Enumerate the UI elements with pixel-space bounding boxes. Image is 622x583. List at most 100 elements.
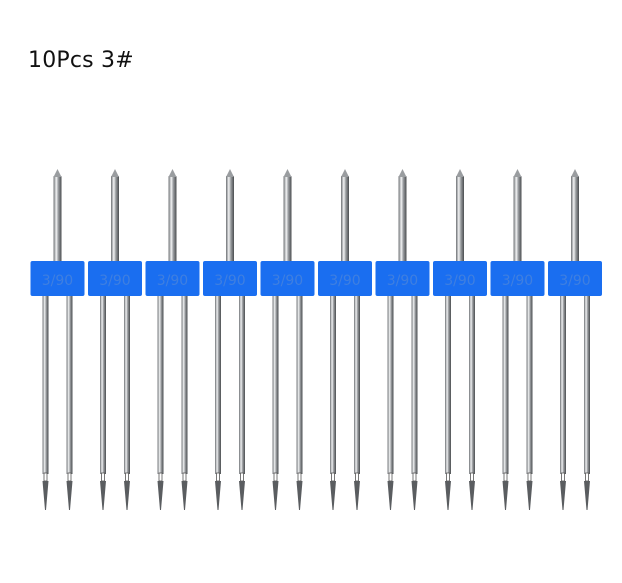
needle-eye bbox=[182, 472, 187, 482]
needle-shank bbox=[571, 176, 579, 264]
needle-eye bbox=[273, 472, 278, 482]
needle-point bbox=[42, 481, 49, 510]
needle-shank bbox=[111, 176, 119, 264]
needle-shank-tip bbox=[456, 169, 464, 177]
needle-eye bbox=[355, 472, 359, 482]
needle-size-block bbox=[490, 261, 545, 296]
needle-eye bbox=[470, 472, 474, 482]
twin-needle: 3/90 bbox=[548, 169, 602, 510]
needle-shank bbox=[456, 176, 464, 264]
needle-point bbox=[296, 481, 303, 510]
needle-blade bbox=[387, 294, 394, 474]
needle-size-label: 3/90 bbox=[157, 273, 188, 289]
needle-shank-tip bbox=[513, 169, 522, 177]
needle-blade bbox=[445, 294, 451, 474]
needle-point bbox=[469, 481, 475, 510]
needle-size-label: 3/90 bbox=[272, 273, 303, 289]
needle-eye bbox=[561, 472, 565, 482]
product-title: 10Pcs 3# bbox=[28, 48, 134, 73]
needle-blade bbox=[330, 294, 336, 474]
needle-shank bbox=[398, 176, 407, 264]
needle-shank-tip bbox=[283, 169, 292, 177]
needle-point bbox=[387, 481, 394, 510]
needle-shank-tip bbox=[53, 169, 62, 177]
needle-point bbox=[157, 481, 164, 510]
needle-point bbox=[215, 481, 221, 510]
needle-eye bbox=[297, 472, 302, 482]
needle-size-label: 3/90 bbox=[387, 273, 418, 289]
needle-eye bbox=[446, 472, 450, 482]
needle-blade bbox=[124, 294, 130, 474]
needle-size-label: 3/90 bbox=[559, 273, 590, 289]
needle-shank-tip bbox=[168, 169, 177, 177]
needle-size-label: 3/90 bbox=[214, 273, 245, 289]
twin-needle: 3/90 bbox=[88, 169, 142, 510]
needle-size-label: 3/90 bbox=[42, 273, 73, 289]
needle-size-block bbox=[145, 261, 200, 296]
twin-needle: 3/90 bbox=[433, 169, 487, 510]
needle-point bbox=[330, 481, 336, 510]
needle-size-block bbox=[203, 261, 257, 296]
needle-size-block bbox=[433, 261, 487, 296]
needle-point bbox=[66, 481, 73, 510]
needle-eye bbox=[216, 472, 220, 482]
needle-point bbox=[445, 481, 451, 510]
needle-point bbox=[272, 481, 279, 510]
needle-blade bbox=[272, 294, 279, 474]
needle-eye bbox=[585, 472, 589, 482]
twin-needle: 3/90 bbox=[375, 169, 430, 510]
needle-blade bbox=[502, 294, 509, 474]
twin-needle: 3/90 bbox=[203, 169, 257, 510]
needle-size-label: 3/90 bbox=[99, 273, 130, 289]
needle-eye bbox=[388, 472, 393, 482]
needle-point bbox=[560, 481, 566, 510]
twin-needle: 3/90 bbox=[490, 169, 545, 510]
needle-blade bbox=[560, 294, 566, 474]
needle-blade bbox=[181, 294, 188, 474]
needle-eye bbox=[158, 472, 163, 482]
needle-blade bbox=[239, 294, 245, 474]
needle-blade bbox=[42, 294, 49, 474]
needle-shank bbox=[226, 176, 234, 264]
needle-point bbox=[411, 481, 418, 510]
twin-needle: 3/90 bbox=[260, 169, 315, 510]
needle-blade bbox=[296, 294, 303, 474]
needle-shank bbox=[168, 176, 177, 264]
needle-blade bbox=[411, 294, 418, 474]
needle-blade bbox=[66, 294, 73, 474]
needle-size-label: 3/90 bbox=[502, 273, 533, 289]
needle-point bbox=[124, 481, 130, 510]
twin-needle: 3/90 bbox=[318, 169, 372, 510]
needle-point bbox=[100, 481, 106, 510]
needle-eye bbox=[43, 472, 48, 482]
needle-point bbox=[181, 481, 188, 510]
needle-blade bbox=[100, 294, 106, 474]
needle-size-block bbox=[30, 261, 85, 296]
needle-shank-tip bbox=[398, 169, 407, 177]
needle-eye bbox=[503, 472, 508, 482]
needle-shank-tip bbox=[571, 169, 579, 177]
needle-shank bbox=[513, 176, 522, 264]
needle-point bbox=[239, 481, 245, 510]
twin-needle: 3/90 bbox=[30, 169, 85, 510]
needle-size-block bbox=[318, 261, 372, 296]
needle-shank bbox=[53, 176, 62, 264]
needle-point bbox=[526, 481, 533, 510]
needle-size-block bbox=[88, 261, 142, 296]
needle-size-block bbox=[260, 261, 315, 296]
needle-size-label: 3/90 bbox=[329, 273, 360, 289]
needle-blade bbox=[526, 294, 533, 474]
needle-size-block bbox=[375, 261, 430, 296]
needle-eye bbox=[240, 472, 244, 482]
needle-blade bbox=[215, 294, 221, 474]
needle-size-label: 3/90 bbox=[444, 273, 475, 289]
needle-eye bbox=[527, 472, 532, 482]
needle-blade bbox=[354, 294, 360, 474]
twin-needle: 3/90 bbox=[145, 169, 200, 510]
needle-eye bbox=[412, 472, 417, 482]
needle-blade bbox=[157, 294, 164, 474]
needle-size-block bbox=[548, 261, 602, 296]
needle-blade bbox=[469, 294, 475, 474]
needle-point bbox=[354, 481, 360, 510]
